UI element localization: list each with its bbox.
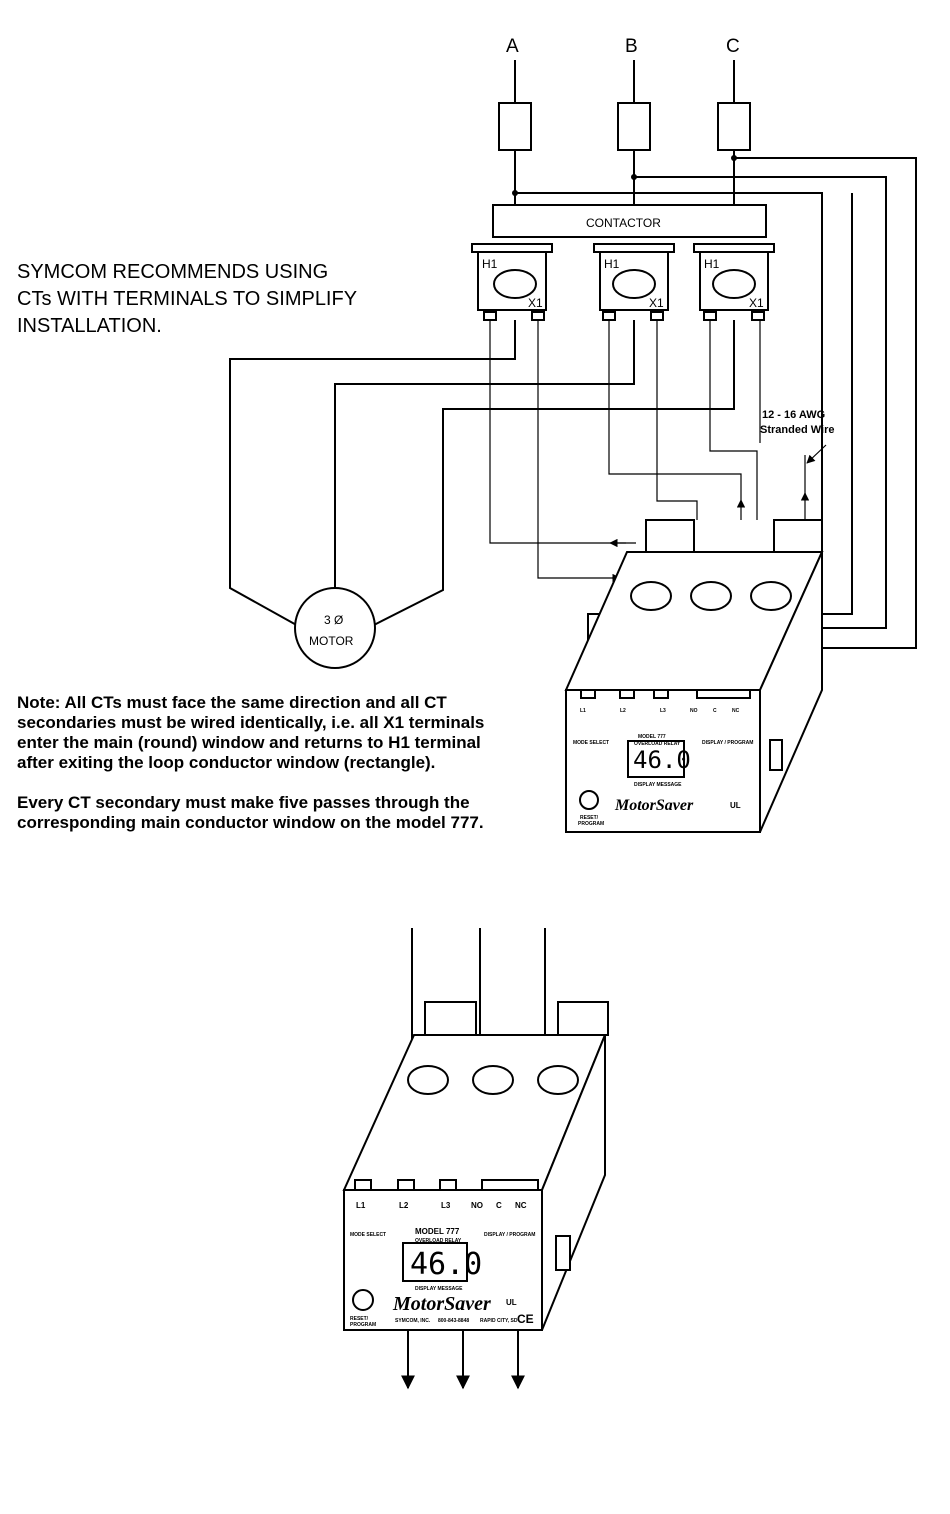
relay-upper-l1: L1 [580, 708, 586, 714]
relay-upper-nc: NC [732, 708, 740, 714]
wire-note-1: 12 - 16 AWG [762, 409, 825, 421]
relay-upper-subtitle: OVERLOAD RELAY [634, 741, 681, 747]
phase-label-b: B [625, 36, 638, 57]
ct-a-h1: H1 [482, 257, 498, 271]
contactor: CONTACTOR [492, 204, 767, 238]
relay-upper-mode: MODE SELECT [573, 740, 609, 746]
note-line-3: enter the main (round) window and return… [17, 733, 481, 752]
relay-upper-c: C [713, 708, 717, 714]
motor-leads: 3 Ø MOTOR [229, 320, 735, 669]
relay-lower-reset-1: RESET/ [350, 1316, 369, 1322]
note-line-4: after exiting the loop conductor window … [17, 753, 435, 772]
ct-a-x1: X1 [528, 296, 543, 310]
notes: Note: All CTs must face the same directi… [17, 693, 484, 832]
fuse-a [498, 102, 532, 151]
ct-a: H1 X1 [471, 243, 553, 321]
motor [294, 587, 376, 669]
relay-upper-brand: MotorSaver [614, 797, 694, 814]
ct-b-x1: X1 [649, 296, 664, 310]
relay-upper-display: 46.0 [633, 746, 691, 774]
note2-line-2: corresponding main conductor window on t… [17, 813, 484, 832]
relay-lower-program: DISPLAY / PROGRAM [484, 1232, 535, 1238]
note-line-2: secondaries must be wired identically, i… [17, 713, 484, 732]
relay-upper-l3: L3 [660, 708, 666, 714]
relay-lower-caption: DISPLAY MESSAGE [415, 1286, 463, 1292]
relay-upper: 46.0 MODEL 777 MotorSaver L1 L2 L3 NO C … [564, 519, 824, 833]
ct-b-h1: H1 [604, 257, 620, 271]
fuse-c [717, 102, 751, 151]
relay-lower-mode: MODE SELECT [350, 1232, 386, 1238]
relay-lower-company: SYMCOM, INC. [395, 1318, 431, 1324]
phase-label-a: A [506, 36, 519, 57]
motor-text: MOTOR [309, 634, 354, 648]
note2-line-1: Every CT secondary must make five passes… [17, 793, 470, 812]
relay-upper-reset-2: PROGRAM [578, 821, 604, 827]
phase-label-c: C [726, 36, 740, 57]
ct-c: H1 X1 [693, 243, 775, 321]
relay-lower-subtitle: OVERLOAD RELAY [415, 1238, 462, 1244]
relay-lower-reset-2: PROGRAM [350, 1322, 376, 1328]
relay-lower-phone: 800-843-8848 [438, 1318, 469, 1324]
ct-c-x1: X1 [749, 296, 764, 310]
contactor-label: CONTACTOR [586, 216, 661, 230]
wire-note-2: Stranded Wire [760, 424, 834, 436]
relay-lower-ul: UL [506, 1298, 517, 1307]
relay-upper-program: DISPLAY / PROGRAM [702, 740, 753, 746]
relay-lower-display: 46.0 [410, 1247, 482, 1282]
recommendation: SYMCOM RECOMMENDS USING CTs WITH TERMINA… [17, 261, 357, 337]
relay-lower-brand: MotorSaver [392, 1293, 491, 1315]
rec-line-2: CTs WITH TERMINALS TO SIMPLIFY [17, 288, 357, 310]
relay-upper-l2: L2 [620, 708, 626, 714]
fuse-b [617, 102, 651, 151]
relay-lower-c: C [496, 1201, 502, 1210]
motor-phase: 3 Ø [324, 613, 343, 627]
relay-upper-ul: UL [730, 801, 741, 810]
ct-group: H1 X1 H1 X1 H1 X1 [471, 243, 775, 321]
relay-lower-model: MODEL 777 [415, 1227, 460, 1236]
relay-lower-l3: L3 [441, 1201, 451, 1210]
relay-lower: 46.0 MODEL 777 OVERLOAD RELAY DISPLAY ME… [342, 928, 609, 1390]
ct-b: H1 X1 [593, 243, 675, 321]
rec-line-1: SYMCOM RECOMMENDS USING [17, 261, 328, 283]
note-line-1: Note: All CTs must face the same directi… [17, 693, 447, 712]
ct-c-h1: H1 [704, 257, 720, 271]
relay-upper-reset: RESET/ [580, 815, 599, 821]
relay-lower-l1: L1 [356, 1201, 366, 1210]
relay-upper-caption: DISPLAY MESSAGE [634, 782, 682, 788]
rec-line-3: INSTALLATION. [17, 315, 162, 337]
relay-upper-no: NO [690, 708, 698, 714]
relay-lower-nc: NC [515, 1201, 527, 1210]
phase-lines: A B C [498, 36, 917, 690]
relay-lower-l2: L2 [399, 1201, 409, 1210]
relay-lower-no: NO [471, 1201, 483, 1210]
relay-upper-model: MODEL 777 [638, 734, 666, 740]
relay-lower-ce: CE [517, 1312, 534, 1326]
relay-lower-city: RAPID CITY, SD [480, 1318, 518, 1324]
